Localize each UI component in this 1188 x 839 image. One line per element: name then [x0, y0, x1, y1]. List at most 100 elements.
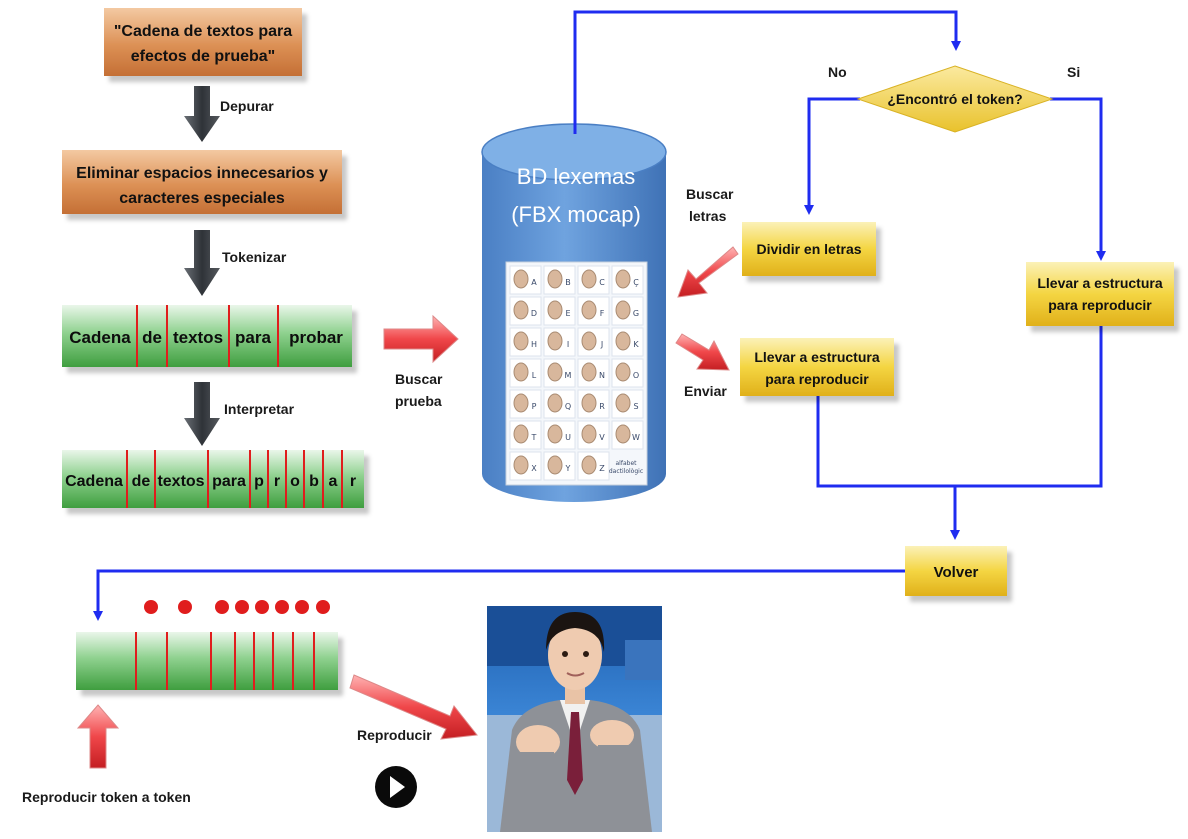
hand-sign-icon — [513, 300, 529, 320]
alphabet-letter: L — [532, 371, 537, 380]
alphabet-cell-W: W — [611, 420, 644, 450]
alphabet-cell-X: X — [509, 451, 542, 481]
structure-box-left — [740, 338, 894, 396]
search-test-line2: prueba — [395, 393, 442, 409]
search-letters-line1: Buscar — [686, 186, 734, 202]
alphabet-letter: W — [632, 433, 640, 442]
alphabet-cell-Z: Z — [577, 451, 610, 481]
interpreted-token-bar — [62, 450, 364, 508]
alphabet-letter: J — [600, 340, 603, 349]
hand-sign-icon — [615, 331, 631, 351]
play-circle-icon[interactable] — [375, 766, 417, 808]
hand-sign-icon — [547, 269, 563, 289]
clean-text-line1: Eliminar espacios innecesarios y — [76, 165, 328, 182]
send-label: Enviar — [684, 383, 727, 399]
alphabet-cell-Y: Y — [543, 451, 576, 481]
itoken-9: r — [350, 473, 356, 490]
token-by-token-arrow — [76, 704, 120, 769]
alphabet-letter: A — [531, 278, 537, 287]
alphabet-letter: M — [565, 371, 572, 380]
debug-arrow — [184, 86, 220, 142]
alphabet-letter: Z — [599, 464, 605, 473]
alphabet-cell-M: M — [543, 358, 576, 388]
alphabet-letter: Y — [565, 464, 571, 473]
search-letters-line2: letras — [689, 208, 727, 224]
alphabet-letter: D — [531, 309, 537, 318]
hand-sign-icon — [581, 424, 597, 444]
hand-sign-icon — [581, 455, 597, 475]
token-bar — [62, 305, 352, 367]
split-letters-box — [742, 222, 876, 276]
search-test-arrow — [383, 314, 459, 364]
alphabet-letter: B — [565, 278, 571, 287]
alphabet-cell-K: K — [611, 327, 644, 357]
hand-sign-icon — [547, 455, 563, 475]
hand-sign-icon — [581, 362, 597, 382]
hand-sign-icon — [513, 424, 529, 444]
letters-to-db-arrow — [677, 246, 739, 298]
alphabet-cell-E: E — [543, 296, 576, 326]
hand-sign-icon — [615, 300, 631, 320]
alphabet-caption-line1: alfabet — [616, 460, 638, 467]
token-dots — [144, 600, 330, 614]
play-arrow — [349, 674, 478, 740]
hand-sign-icon — [615, 393, 631, 413]
hand-sign-icon — [547, 424, 563, 444]
playback-separators — [135, 632, 315, 690]
alphabet-cell-P: P — [509, 389, 542, 419]
search-test-line1: Buscar — [395, 371, 443, 387]
alphabet-cell-U: U — [543, 420, 576, 450]
structure-right-line2: para reproducir — [1048, 297, 1152, 313]
alphabet-letter: U — [565, 433, 571, 442]
itoken-4: p — [254, 473, 264, 490]
alphabet-cell-V: V — [577, 420, 610, 450]
hand-sign-icon — [581, 300, 597, 320]
db-title-line2: (FBX mocap) — [511, 202, 641, 227]
alphabet-cell-A: A — [509, 265, 542, 295]
alphabet-letter: R — [599, 402, 605, 411]
hand-sign-icon — [615, 362, 631, 382]
alphabet-cell-O: O — [611, 358, 644, 388]
alphabet-cell-H: H — [509, 327, 542, 357]
hand-sign-icon — [547, 393, 563, 413]
flow-lines — [93, 10, 1106, 621]
hand-sign-icon — [513, 393, 529, 413]
hand-sign-icon — [581, 269, 597, 289]
no-label: No — [828, 64, 847, 80]
alphabet-letter: Q — [565, 402, 571, 411]
token-4: probar — [289, 328, 343, 347]
token-separators — [136, 305, 279, 367]
hand-sign-icon — [513, 269, 529, 289]
alphabet-caption-line2: dactilològic — [609, 468, 643, 475]
alphabet-cell-F: F — [577, 296, 610, 326]
hand-sign-icon — [581, 331, 597, 351]
alphabet-cell-T: T — [509, 420, 542, 450]
structure-left-line1: Llevar a estructura — [754, 349, 879, 365]
alphabet-letter: P — [532, 402, 537, 411]
alphabet-cell-C: C — [577, 265, 610, 295]
hand-sign-icon — [513, 331, 529, 351]
clean-text-line2: caracteres especiales — [119, 190, 285, 207]
tokenize-arrow — [184, 230, 220, 296]
alphabet-letter: K — [633, 340, 639, 349]
alphabet-letter: I — [567, 340, 569, 349]
alphabet-letter: T — [531, 433, 537, 442]
alphabet-cell-Q: Q — [543, 389, 576, 419]
token-2: textos — [173, 328, 223, 347]
alphabet-cell-D: D — [509, 296, 542, 326]
alphabet-cell-G: G — [611, 296, 644, 326]
alphabet-cell-J: J — [577, 327, 610, 357]
alphabet-cell-L: L — [509, 358, 542, 388]
structure-right-line1: Llevar a estructura — [1037, 275, 1162, 291]
interpreted-separators — [126, 450, 343, 508]
step-tokenize-label: Tokenizar — [222, 249, 287, 265]
alphabet-cell-N: N — [577, 358, 610, 388]
alphabet-letter: O — [633, 371, 639, 380]
alphabet-cell-B: B — [543, 265, 576, 295]
token-by-token-label: Reproducir token a token — [22, 789, 191, 805]
structure-left-line2: para reproducir — [765, 371, 869, 387]
alphabet-letter: S — [633, 402, 638, 411]
itoken-5: r — [274, 473, 280, 490]
itoken-3: para — [212, 473, 246, 490]
